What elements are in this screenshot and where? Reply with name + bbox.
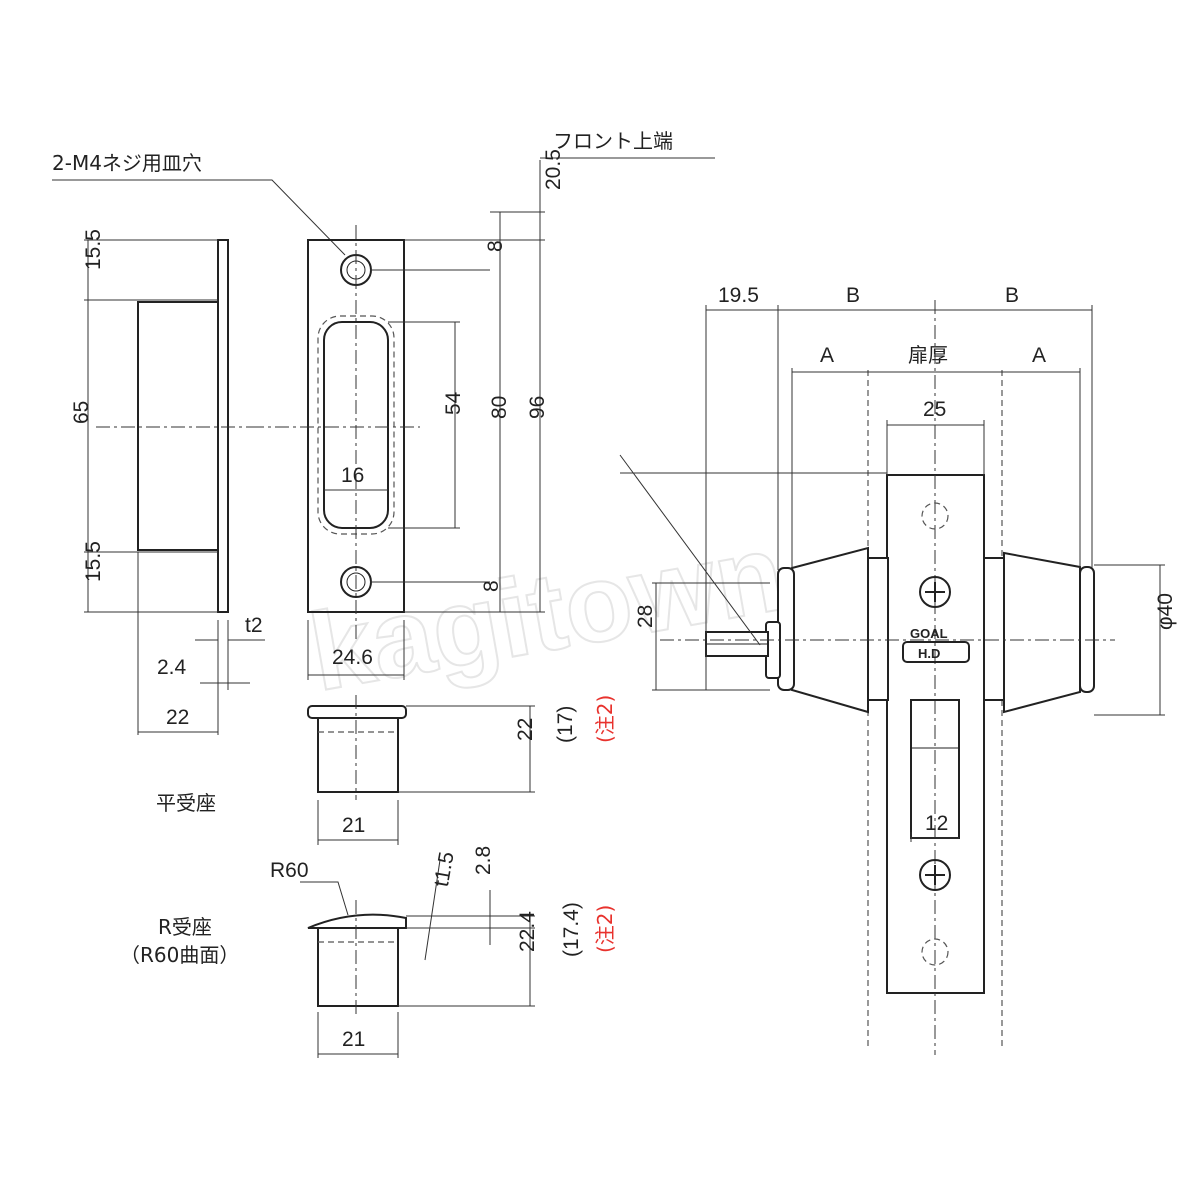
dim-t2: t2 [245,614,263,637]
dim-28: 28 [634,605,657,628]
dim-65: 65 [70,401,93,424]
flat-strike-label: 平受座 [156,791,216,815]
dim-80: 80 [488,396,511,419]
countersink-leader [52,179,346,256]
r-strike-sub-label: （R60曲面） [120,943,239,967]
dim-12: 12 [925,812,948,835]
countersink-hole-label: 2-M4ネジ用皿穴 [52,151,202,175]
r-strike-label: R受座 [158,915,212,939]
note-2-a: (注2) [593,695,617,743]
dim-b-left: B [846,284,860,307]
dim-21-flat: 21 [342,814,365,837]
strike-plate-side [217,239,229,613]
screw-bottom [919,859,951,891]
dim-21-r: 21 [342,1028,365,1051]
dim-25: 25 [923,398,946,421]
dim-20-5: 20.5 [542,149,565,190]
strike-front-view [250,157,715,680]
flat-strike-body [317,717,399,793]
strike-box-side [137,301,219,551]
dim-17-4: (17.4) [560,902,583,957]
model-label: H.D [918,646,940,661]
dim-22-width: 22 [166,706,189,729]
dim-24-6: 24.6 [332,646,373,669]
dim-2-8: 2.8 [472,846,495,875]
brand-label: GOAL [910,626,948,641]
dim-16: 16 [341,464,364,487]
dim-a-right: A [1032,344,1046,367]
flat-strike-box [307,695,535,845]
right-knob-body [1003,551,1081,714]
dim-15-5-top: 15.5 [82,229,105,270]
door-thickness-label: 扉厚 [908,343,948,367]
left-knob-body [791,546,869,714]
strike-side-view [84,239,265,735]
front-top-label: フロント上端 [553,129,673,153]
dim-22-4: 22.4 [516,911,539,952]
r-strike-body [317,927,399,1007]
dim-96: 96 [526,396,549,419]
dim-2-4: 2.4 [157,656,187,679]
dim-a-left: A [820,344,834,367]
dim-t1-5: t1.5 [430,850,459,888]
note-2-b: (注2) [593,905,617,953]
dim-15-5-bottom: 15.5 [82,541,105,582]
dim-22-depth: 22 [514,718,537,741]
dim-54: 54 [442,391,465,415]
dim-8-bottom: 8 [480,580,503,592]
dim-b-right: B [1005,284,1019,307]
dim-8-top: 8 [484,240,507,252]
dim-17: (17) [554,706,577,743]
r60-label: R60 [270,859,309,882]
dim-19-5: 19.5 [718,284,759,307]
r-strike-box [300,859,535,1058]
dim-phi-40: φ40 [1154,593,1177,630]
lock-assembly [619,300,1165,1055]
screw-top [919,576,951,608]
